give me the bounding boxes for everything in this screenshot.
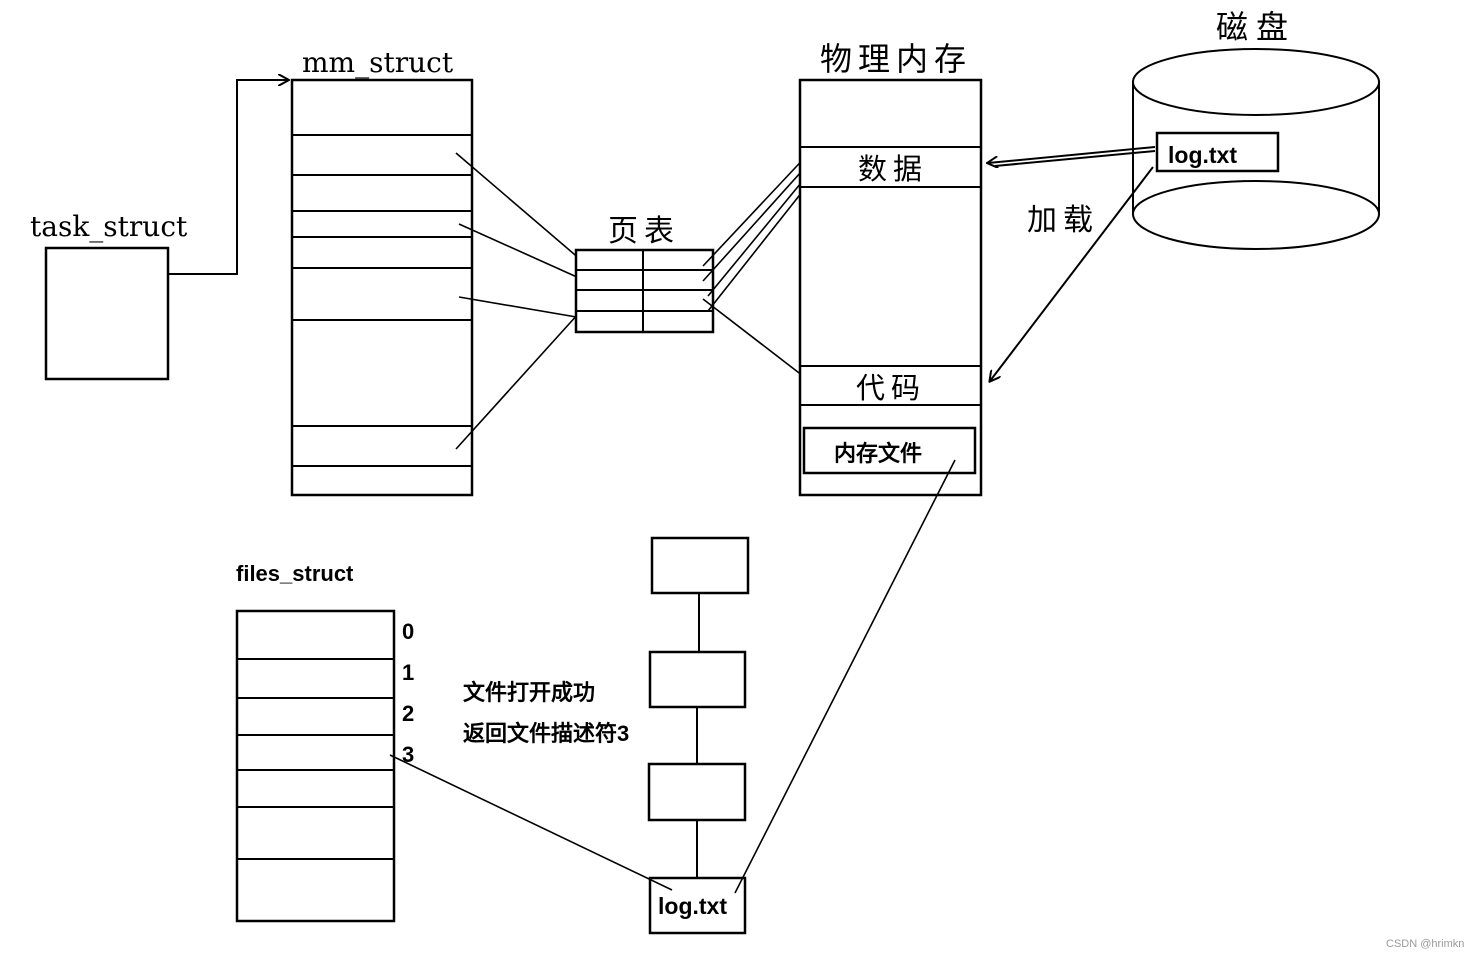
file-list-links [696,593,700,878]
mm-to-pagetable-links [455,152,589,450]
pagetable-to-memory-links [702,151,817,387]
disk-file-label: log.txt [1168,142,1237,168]
task-to-mm-arrow [168,80,288,275]
files-struct-box [235,609,396,923]
disk-file-box [1155,131,1280,173]
memory-file-box [802,426,977,475]
mm-struct-label: mm_struct [302,46,454,79]
file-node-3 [647,762,747,822]
disk-to-code-arrow [990,166,1154,381]
page-table-grid [576,250,713,332]
mm-struct-box [290,78,474,497]
page-table-label: 页表 [608,214,680,249]
return-fd-text: 返回文件描述符3 [463,721,629,746]
files-struct-label: files_struct [236,561,354,586]
task-struct-box [44,246,170,381]
mm-struct-rows [292,134,472,467]
files-struct-rows [237,658,394,860]
file-node-2 [648,650,747,709]
code-region-label: 代码 [856,371,926,405]
file-node-1 [650,536,750,595]
file-node-logtxt-label: log.txt [658,893,727,919]
load-label: 加载 [1027,203,1099,238]
fd-index-3: 3 [402,742,414,767]
fd3-to-file-link [389,754,673,891]
memory-file-label: 内存文件 [834,441,922,466]
physical-memory-rows [800,146,981,406]
data-region-label: 数据 [858,152,928,186]
disk-cylinder [1132,48,1380,250]
fd-index-0: 0 [402,619,414,644]
fd-index-2: 2 [402,701,414,726]
disk-label: 磁盘 [1216,8,1296,46]
physical-memory-label: 物理内存 [820,40,972,78]
open-success-text: 文件打开成功 [463,680,595,705]
physical-memory-box [798,78,983,497]
file-to-memory-link [734,459,956,894]
watermark: CSDN @hrimkn [1386,938,1464,950]
task-struct-label: task_struct [30,210,188,243]
disk-to-data-arrow [988,146,1156,163]
fd-index-1: 1 [402,660,414,685]
